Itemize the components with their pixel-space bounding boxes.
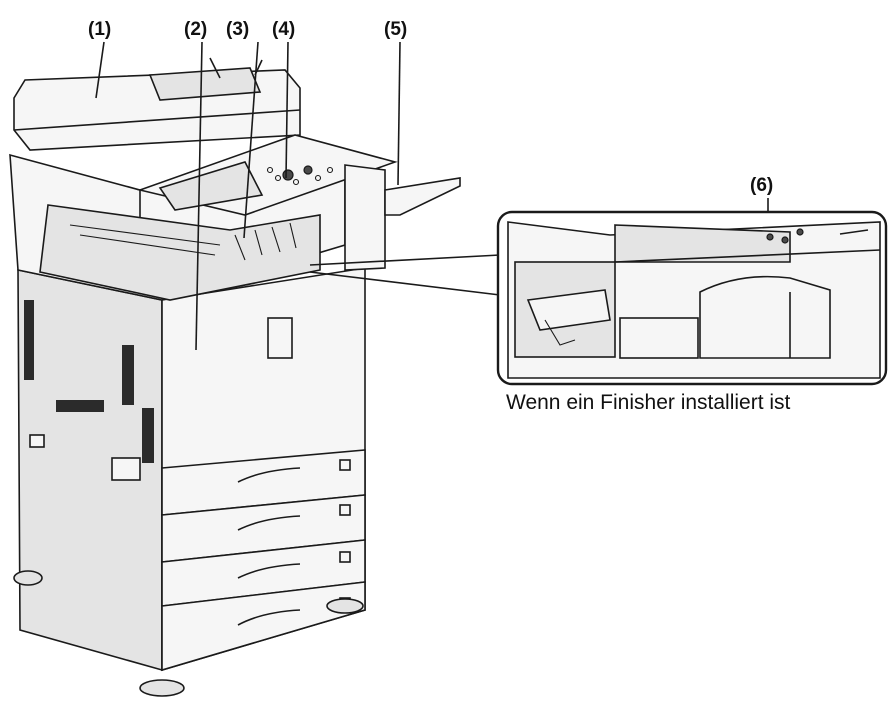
callout-4: (4) [272, 19, 296, 40]
callout-3: (3) [226, 19, 250, 40]
side-vents [24, 300, 154, 463]
copier-machine [9, 57, 461, 697]
callout-1: (1) [88, 19, 112, 40]
document-feeder [13, 57, 301, 151]
inset-caption: Wenn ein Finisher installiert ist [506, 391, 791, 414]
casters [13, 570, 364, 697]
operation-panel [137, 134, 398, 216]
leader-5 [397, 41, 401, 186]
leader-4 [285, 41, 289, 179]
front-cover-handle [267, 317, 293, 359]
callout-6: (6) [750, 175, 774, 196]
exit-tray [344, 164, 461, 271]
finisher-detail-inset [496, 210, 888, 386]
leader-1 [95, 41, 105, 99]
callout-2: (2) [184, 19, 208, 40]
leader-3 [243, 41, 259, 239]
leader-2 [195, 41, 203, 351]
output-tray [39, 204, 321, 301]
callout-5: (5) [384, 19, 408, 40]
paper-drawers [161, 449, 366, 672]
